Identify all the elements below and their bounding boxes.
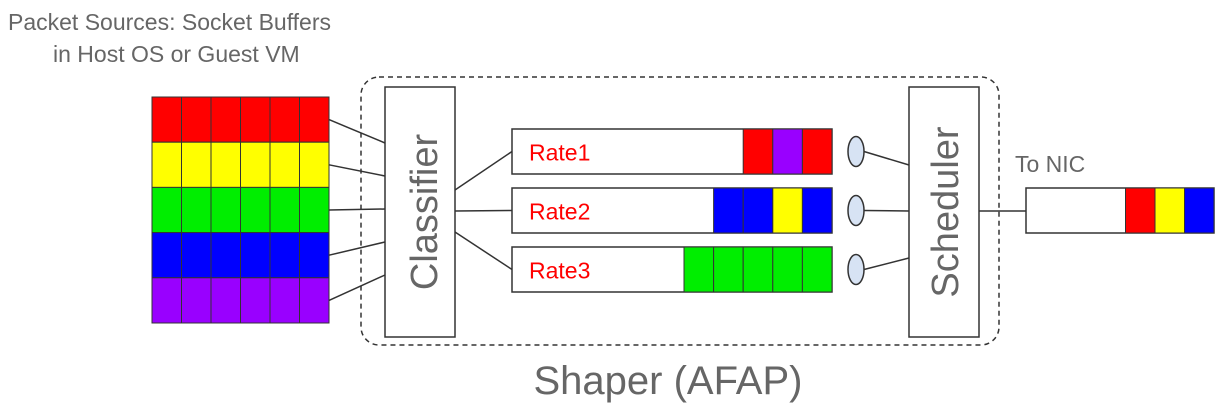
classifier-box [384, 86, 456, 338]
source-line-yellow [328, 164, 386, 177]
nic-queue [1025, 187, 1215, 234]
queue-packet-green [713, 246, 744, 293]
source-packet-yellow [210, 141, 241, 188]
source-line-blue [328, 241, 386, 256]
source-packet-blue [210, 232, 241, 279]
classifier-line-2 [454, 209, 513, 212]
scheduler-label: Scheduler [925, 126, 967, 297]
queue-packet-red [801, 128, 833, 175]
queue-packet-blue [801, 187, 833, 234]
queue-packet-blue [742, 187, 774, 234]
classifier-line-1 [454, 150, 513, 191]
source-packet-yellow [181, 141, 212, 188]
source-packet-blue [151, 232, 182, 279]
queue-packet-green [683, 246, 715, 293]
source-packet-red [151, 96, 182, 143]
source-packet-green [151, 186, 182, 234]
source-packet-purple [269, 277, 300, 324]
shaper-boundary [360, 76, 1000, 346]
queue-packet-purple [772, 128, 803, 175]
source-packet-green [181, 186, 212, 234]
source-packet-blue [269, 232, 300, 279]
classifier-line-3 [454, 231, 513, 271]
rate-tokens [847, 135, 910, 286]
source-packet-red [181, 96, 212, 143]
source-packet-yellow [151, 141, 182, 188]
rate-queue-label: Rate1 [529, 140, 590, 166]
source-packet-blue [181, 232, 212, 279]
nic-packet-blue [1184, 187, 1215, 234]
source-packet-green [269, 186, 300, 234]
source-line-red [328, 118, 386, 144]
source-packet-yellow [240, 141, 271, 188]
source-packet-blue [299, 232, 330, 279]
title-line-2: in Host OS or Guest VM [53, 41, 300, 67]
source-packet-purple [210, 277, 241, 324]
source-packet-green [240, 186, 271, 234]
source-packet-purple [299, 277, 330, 324]
rate-queue-label: Rate3 [529, 258, 590, 284]
classifier-to-queue-lines [454, 150, 513, 271]
source-packet-green [299, 186, 330, 234]
scheduler-box [908, 86, 980, 338]
token-to-scheduler-line [863, 150, 910, 166]
queue-packet-blue [713, 187, 744, 234]
source-packet-red [269, 96, 300, 143]
nic-packet-yellow [1154, 187, 1185, 234]
source-packet-purple [240, 277, 271, 324]
source-line-purple [328, 274, 386, 302]
queue-packet-yellow [772, 187, 803, 234]
nic-packet-red [1125, 187, 1156, 234]
rate-token [847, 135, 865, 168]
queue-packet-green [772, 246, 803, 293]
source-packet-red [299, 96, 330, 143]
source-line-green [328, 208, 386, 211]
source-packet-green [210, 186, 241, 234]
source-packet-blue [240, 232, 271, 279]
source-packet-purple [151, 277, 182, 324]
token-to-scheduler-line [863, 257, 910, 271]
classifier-label: Classifier [404, 134, 446, 291]
queue-packet-green [742, 246, 774, 293]
rate-token [847, 194, 865, 227]
rate-token [847, 253, 865, 286]
source-packet-yellow [299, 141, 330, 188]
source-packet-red [210, 96, 241, 143]
source-to-classifier-lines [328, 118, 386, 302]
packet-sources-grid [151, 96, 330, 324]
nic-label: To NIC [1015, 151, 1085, 177]
source-packet-purple [181, 277, 212, 324]
queue-packet-green [801, 246, 833, 293]
rate-queue-label: Rate2 [529, 199, 590, 225]
shaper-label: Shaper (AFAP) [533, 359, 802, 403]
source-packet-red [240, 96, 271, 143]
source-packet-yellow [269, 141, 300, 188]
title-line-1: Packet Sources: Socket Buffers [8, 9, 331, 35]
queue-packet-red [742, 128, 774, 175]
token-to-scheduler-line [863, 209, 910, 212]
